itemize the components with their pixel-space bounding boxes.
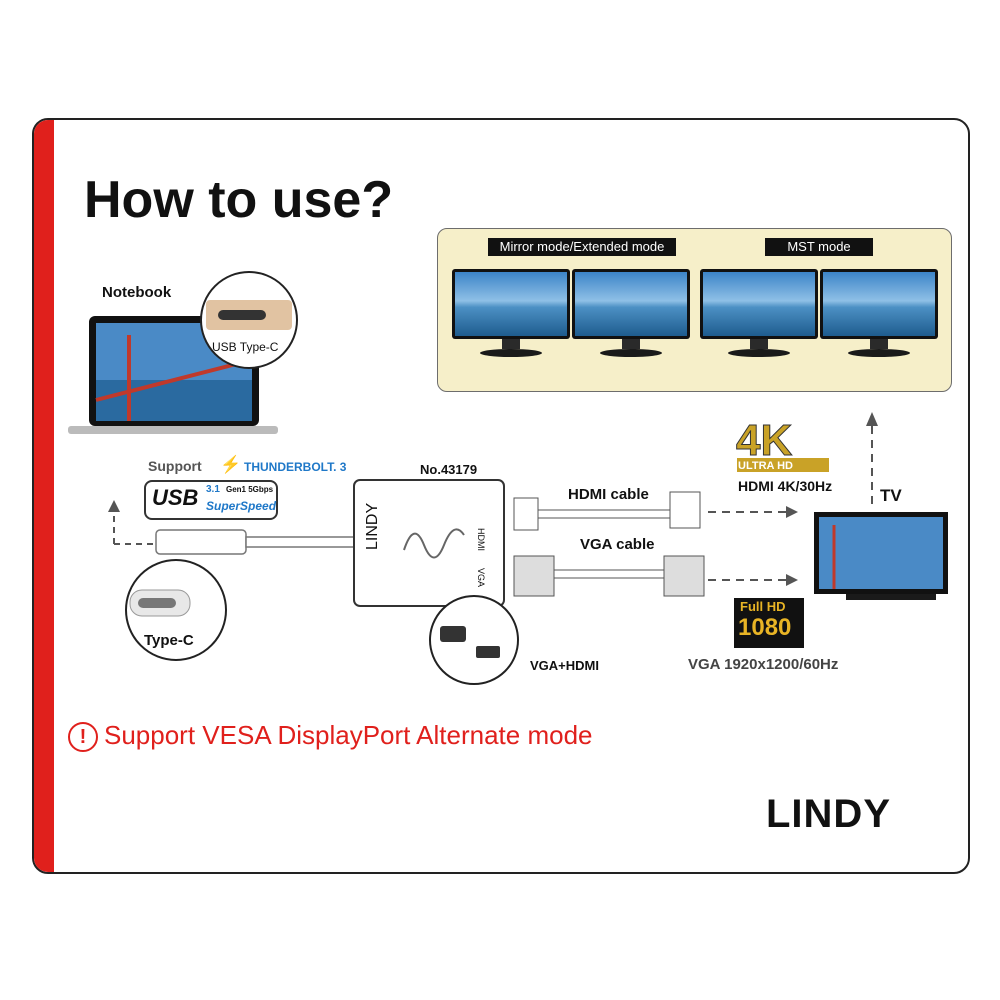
usb-superspeed-badge: USB 3.1 Gen1 5Gbps SuperSpeed: [144, 480, 278, 520]
4k-ultra-hd-badge: 4K: [736, 416, 829, 472]
tv-icon: [814, 512, 948, 600]
adapter-box: [353, 479, 505, 607]
notice: !Support VESA DisplayPort Alternate mode: [68, 720, 593, 753]
usb-c-port-zoom: [200, 271, 298, 369]
ultra-hd-label: ULTRA HD: [738, 460, 793, 472]
type-c-label: Type-C: [144, 632, 194, 649]
notebook-label: Notebook: [102, 284, 172, 301]
monitor-icon: [700, 269, 820, 361]
signature-icon: [403, 528, 465, 559]
tv-label: TV: [880, 486, 902, 505]
lindy-logo: LINDY: [766, 792, 891, 836]
accent-bar: [34, 120, 54, 872]
monitor-icon: [572, 269, 692, 361]
svg-text:4K: 4K: [736, 416, 792, 465]
model-number: No.43179: [420, 462, 478, 477]
thunderbolt-icon: ⚡: [220, 455, 242, 474]
mirror-mode-tag: Mirror mode/Extended mode: [488, 238, 676, 256]
vga-hdmi-zoom: [429, 595, 519, 685]
fhd-number: 1080: [738, 614, 792, 641]
usb-type-c-label: USB Type-C: [212, 340, 279, 354]
mst-mode-tag: MST mode: [765, 238, 873, 256]
connection-diagram: 4K: [68, 271, 948, 685]
hdmi-spec-label: HDMI 4K/30Hz: [738, 478, 833, 494]
monitor-icon: [452, 269, 572, 361]
vga-spec-label: VGA 1920x1200/60Hz: [688, 656, 839, 673]
full-hd-label: Full HD: [740, 599, 786, 614]
support-label: Support: [148, 458, 202, 474]
type-c-connector-zoom: [125, 559, 227, 661]
thunderbolt-label: THUNDERBOLT. 3: [244, 460, 347, 474]
hdmi-cable-label: HDMI cable: [568, 486, 649, 503]
page-title: How to use?: [84, 171, 394, 229]
notice-text: Support VESA DisplayPort Alternate mode: [104, 720, 593, 750]
display-modes-panel: Mirror mode/Extended mode MST mode: [437, 228, 952, 392]
warning-icon: !: [68, 722, 98, 753]
vga-port-label: VGA: [476, 568, 486, 588]
hdmi-port-label: HDMI: [476, 528, 486, 551]
instruction-card: How to use? Mirror mode/Extended mode MS…: [32, 118, 970, 874]
vga-hdmi-label: VGA+HDMI: [530, 658, 599, 673]
vga-cable-label: VGA cable: [580, 536, 655, 553]
adapter-brand: LINDY: [364, 502, 381, 550]
full-hd-badge: [734, 598, 804, 648]
monitor-icon: [820, 269, 940, 361]
